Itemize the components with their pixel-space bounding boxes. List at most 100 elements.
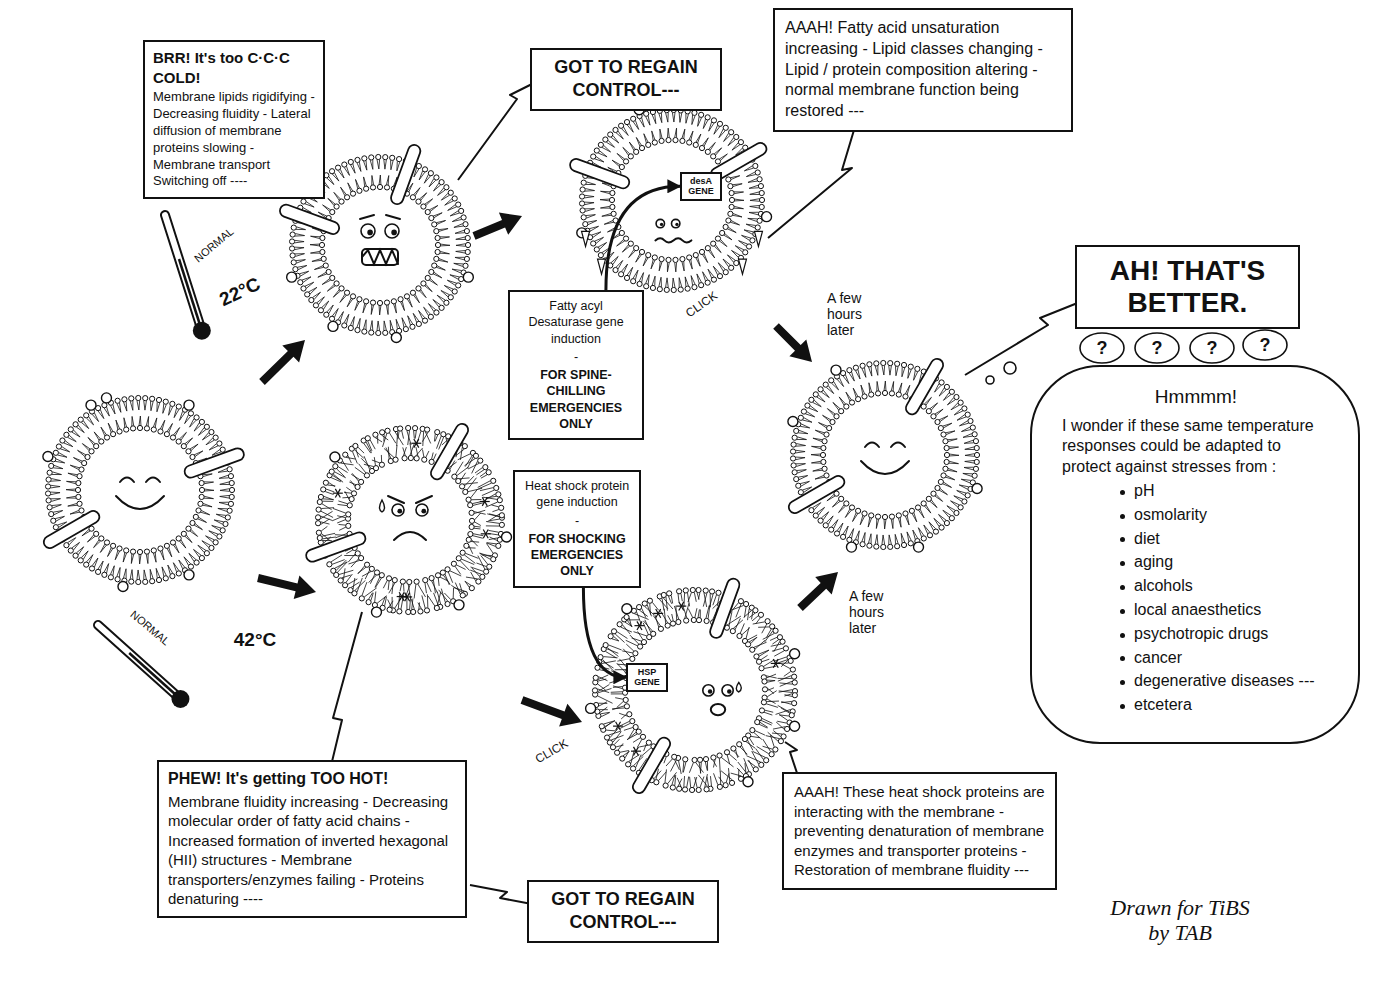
lipid-head	[327, 562, 332, 567]
lipid-tail	[203, 503, 212, 506]
lipid-tail	[434, 213, 442, 218]
lipid-tail	[450, 275, 458, 280]
lipid-head	[462, 444, 467, 449]
lipid-tail	[797, 470, 806, 473]
lipid-head	[423, 577, 428, 582]
lipid-head	[424, 608, 429, 613]
lipid-head	[330, 209, 335, 214]
lipid-tail	[666, 113, 668, 122]
lipid-head	[790, 449, 795, 454]
lipid-head	[150, 396, 155, 401]
lipid-tail	[455, 232, 465, 234]
lipid-tail	[327, 305, 334, 312]
face-mouth	[861, 461, 909, 474]
thought-dot	[1004, 362, 1016, 374]
lipid-tail	[875, 535, 877, 544]
lipid-head	[888, 544, 893, 549]
lipid-head	[687, 255, 692, 260]
surface-protein	[914, 542, 924, 552]
lipid-tail	[379, 175, 380, 185]
lipid-tail	[944, 482, 952, 487]
lipid-tail	[713, 266, 717, 275]
lipid-tail	[409, 183, 413, 192]
lipid-tail	[82, 444, 90, 449]
lipid-head	[791, 463, 796, 468]
surface-protein	[101, 393, 111, 403]
lipid-tail	[433, 185, 440, 191]
lipid-head	[855, 397, 860, 402]
lipid-head	[357, 297, 362, 302]
lipid-tail	[697, 274, 699, 283]
lipid-tail	[924, 525, 928, 534]
lipid-head	[862, 394, 867, 399]
lipid-head	[421, 204, 426, 209]
lipid-head	[136, 395, 141, 400]
lipid-tail	[959, 485, 967, 489]
lipid-head	[383, 155, 388, 160]
lipid-tail	[724, 235, 732, 240]
lipid-head	[794, 476, 799, 481]
lipid-tail	[813, 438, 822, 440]
lipid-tail	[853, 514, 858, 522]
surface-protein	[328, 321, 338, 331]
lipid-tail	[357, 318, 360, 327]
lipid-head	[491, 557, 496, 562]
lipid-tail	[209, 446, 218, 450]
lipid-head	[908, 364, 913, 369]
lipid-tail	[355, 580, 366, 590]
lipid-head	[228, 474, 233, 479]
lipid-tail	[174, 409, 179, 417]
lipid-tail	[884, 519, 886, 529]
lipid-head	[410, 324, 415, 329]
lipid-head	[432, 263, 437, 268]
lipid-tail	[350, 165, 355, 173]
lipid-head	[414, 579, 419, 584]
lipid-tail	[965, 460, 975, 461]
lipid-tail	[204, 498, 214, 499]
lipid-head	[181, 531, 186, 536]
lipid-head	[390, 155, 395, 160]
lipid-head	[889, 391, 894, 396]
lipid-tail	[646, 117, 650, 126]
lipid-tail	[396, 319, 397, 328]
icicle	[754, 231, 762, 246]
lipid-tail	[964, 440, 973, 443]
lipid-tail	[219, 475, 228, 478]
lipid-tail	[434, 272, 442, 278]
lipid-tail	[402, 431, 404, 439]
lipid-tail	[389, 601, 393, 607]
lipid-head	[444, 185, 449, 190]
lipid-head	[421, 281, 426, 286]
lipid-tail	[51, 499, 60, 502]
lipid-tail	[672, 278, 674, 288]
lipid-tail	[428, 596, 435, 606]
lipid-tail	[674, 113, 675, 122]
lipid-head	[188, 411, 193, 416]
lipid-head	[400, 579, 405, 584]
lipid-tail	[296, 259, 305, 261]
lipid-tail	[179, 413, 184, 421]
lipid-head	[163, 576, 168, 581]
lipid-tail	[395, 432, 403, 445]
lipid-head	[290, 253, 295, 258]
lipid-tail	[347, 298, 351, 307]
lipid-tail	[438, 190, 446, 196]
lipid-head	[579, 201, 584, 206]
lipid-tail	[720, 154, 727, 161]
lipid-tail	[169, 423, 173, 432]
lipid-head	[362, 156, 367, 161]
lipid-tail	[739, 241, 747, 247]
lipid-head	[903, 511, 908, 516]
lipid-tail	[437, 221, 446, 225]
surface-protein	[43, 451, 53, 461]
lipid-tail	[875, 366, 878, 375]
lipid-head	[935, 485, 940, 490]
lipid-tail	[402, 318, 406, 327]
lipid-tail	[131, 554, 132, 564]
lipid-tail	[931, 403, 937, 410]
lipid-head	[726, 177, 731, 182]
lipid-tail	[869, 367, 872, 376]
lipid-head	[117, 429, 122, 434]
lipid-head	[313, 303, 318, 308]
lipid-head	[329, 469, 334, 474]
